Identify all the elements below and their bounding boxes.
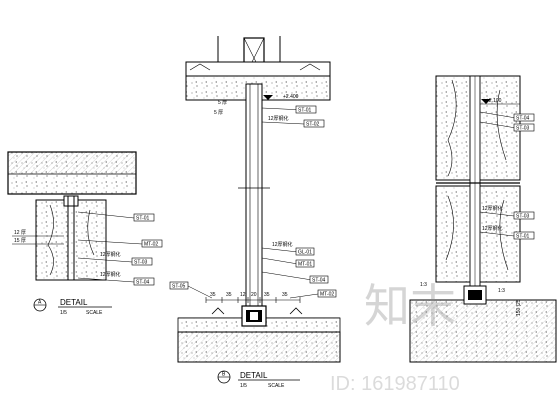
detail-c: +2.100 ST-04 ST-03 ST-03 ST-01 12厚钢化 12厚…: [409, 75, 557, 363]
watermark-logo-text: 知末: [364, 280, 456, 332]
detail-a-title: DETAIL: [60, 298, 88, 307]
detail-c-note-1: 12厚钢化: [482, 205, 503, 212]
detail-b-tag-6: ST-05: [172, 284, 186, 290]
detail-c-tag-4: ST-01: [516, 234, 530, 240]
detail-a-note-2: 15 厚: [14, 238, 26, 244]
detail-a-note-4: 12厚钢化: [100, 271, 121, 278]
detail-b-note-1: 5 厚: [218, 100, 227, 106]
detail-b-tag-7: MT-02: [320, 292, 334, 298]
detail-c-tag-3: ST-03: [516, 214, 530, 220]
detail-b-dim-3: 12: [240, 292, 246, 298]
detail-a-ceiling-hatch: [8, 152, 136, 174]
detail-b-tag-5: ST-04: [312, 278, 326, 284]
detail-a-tag-3: ST-03: [134, 260, 148, 266]
detail-b-level: +2.400: [283, 94, 299, 100]
detail-a-tag-4: ST-04: [136, 280, 150, 286]
detail-b-note-2: 5 厚: [214, 110, 223, 116]
detail-c-note-3: 1:3: [420, 282, 427, 288]
detail-b-tag-1: ST-01: [298, 108, 312, 114]
detail-c-tag-2: ST-03: [516, 126, 530, 132]
detail-a-scale-value: 1/5: [60, 310, 67, 316]
detail-a-channel: [63, 195, 79, 207]
detail-b-title: DETAIL: [240, 371, 268, 380]
watermark: 知末 ID: 161987110: [330, 280, 460, 395]
watermark-id: ID: 161987110: [330, 373, 460, 395]
detail-b-dim-1: 35: [210, 292, 216, 298]
detail-b-tag-4: MT-01: [298, 262, 312, 268]
detail-b-tag-3: GL-01: [298, 250, 312, 256]
detail-a-note-1: 12 厚: [14, 230, 26, 236]
detail-b-scale-value: 1/5: [240, 383, 247, 389]
detail-c-note-4: 1:3: [498, 288, 505, 294]
detail-b-note-3: 12厚钢化: [268, 115, 289, 122]
detail-b-dim-2: 35: [226, 292, 232, 298]
detail-a-tag-2: MT-02: [144, 242, 158, 248]
detail-c-level: +2.100: [486, 98, 502, 104]
detail-a: ST-01 MT-02 ST-03 ST-04 12 厚 15 厚 12厚钢化 …: [7, 151, 163, 316]
detail-a-tag-1: ST-01: [136, 216, 150, 222]
detail-a-note-3: 12厚钢化: [100, 251, 121, 258]
detail-b-scale: SCALE: [268, 383, 285, 389]
detail-a-marker-letter: A: [38, 300, 42, 306]
detail-c-vertical-dim: 150 |25: [516, 299, 522, 316]
detail-b-marker-letter: B: [222, 372, 226, 378]
detail-b-dim-6: 35: [282, 292, 288, 298]
detail-c-tag-1: ST-04: [516, 116, 530, 122]
detail-b-glass-panel: [245, 83, 263, 321]
detail-b-dim-4: 20: [251, 292, 257, 298]
detail-b-tag-2: ST-02: [306, 122, 320, 128]
detail-b-dim-5: 35: [264, 292, 270, 298]
detail-b: +2.400 ST-01 ST-02 5 厚 5 厚 12厚钢化 GL-01 M…: [169, 36, 341, 389]
detail-b-note-4: 12厚钢化: [272, 241, 293, 248]
detail-a-wall: [35, 199, 107, 281]
detail-a-scale: SCALE: [86, 310, 103, 316]
detail-c-note-2: 12厚钢化: [482, 225, 503, 232]
